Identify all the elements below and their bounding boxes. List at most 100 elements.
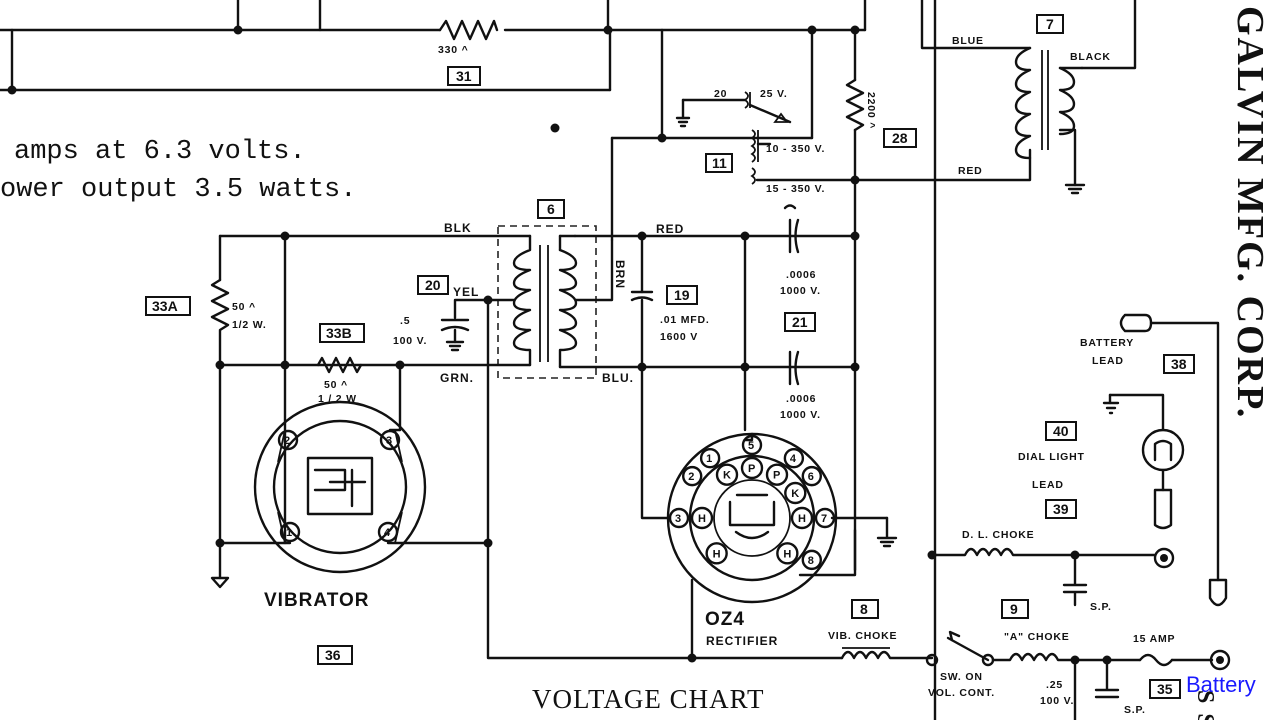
sp-label-2: S.P. — [1124, 704, 1146, 716]
tube-element-h — [776, 542, 799, 565]
tube-element-letter: H — [783, 548, 791, 560]
output-transformer-7: BLUE BLACK RED — [920, 0, 1137, 720]
tube-pin-1 — [699, 448, 721, 469]
resistor-31: 330 ^ — [438, 19, 499, 56]
tube-pin-3 — [668, 507, 690, 529]
tube-element-h — [705, 542, 728, 565]
part-11: 11 — [712, 155, 727, 171]
wire-brn-label: BRN — [613, 260, 627, 289]
part-number-boxes: 31 28 11 7 6 20 19 21 33A 33B 36 8 9 35 … — [145, 14, 1195, 699]
capacitor-19-value: .01 MFD. — [660, 314, 710, 326]
resistor-28: 2200 ^ — [845, 78, 877, 132]
tube-pin-number: 8 — [808, 555, 814, 567]
battery-overlay-link[interactable]: Battery — [1186, 672, 1256, 697]
rectifier-label: RECTIFIER — [706, 634, 778, 648]
vibrator-label: VIBRATOR — [264, 590, 369, 611]
tube-pin-number: 5 — [748, 440, 754, 452]
resistor-33a: 50 ^ 1/2 W. — [210, 234, 287, 545]
vol-cont-label: VOL. CONT. — [928, 687, 995, 699]
tube-element-letter: P — [773, 470, 780, 482]
tube-element-k — [784, 481, 807, 505]
tube-element-k — [715, 463, 739, 486]
wire-yel-down — [486, 298, 844, 660]
dial-light-label: DIAL LIGHT — [1018, 451, 1085, 463]
tube-element-h — [790, 506, 814, 530]
part-7: 7 — [1046, 16, 1054, 32]
switch-on-label: SW. ON — [940, 671, 983, 683]
wire-yel-label: YEL — [453, 285, 479, 299]
part-6: 6 — [547, 201, 555, 217]
tube-pin-number: 6 — [808, 471, 814, 483]
wire-grn-label: GRN. — [440, 371, 474, 385]
switch-and-power: SW. ON VOL. CONT. D. L. CHOKE "A" CHOKE … — [925, 529, 1231, 720]
wire-blk-label: BLK — [444, 221, 472, 235]
junction-dots — [7, 25, 1112, 665]
wire-blu-label: BLU. — [602, 371, 634, 385]
part-33b: 33B — [326, 325, 352, 341]
vibrator-transformer-6: BLK RED YEL GRN. BLU. BRN — [218, 221, 857, 385]
tube-element-letter: H — [698, 513, 706, 525]
svg-text:2: 2 — [284, 435, 290, 447]
tube-pin-2 — [682, 465, 703, 487]
a-cap-value: .25 — [1046, 679, 1063, 691]
battery-lead-label: BATTERY — [1080, 337, 1134, 349]
svg-text:4: 4 — [384, 527, 391, 539]
dl-choke-label: D. L. CHOKE — [962, 529, 1034, 541]
capacitor-20: .5 100 V. — [393, 298, 490, 352]
resistor-33a-value: 50 ^ — [232, 301, 256, 313]
capacitor-21b-voltage: 1000 V. — [780, 409, 821, 421]
tube-element-p — [740, 456, 764, 480]
part-39: 39 — [1053, 501, 1069, 517]
svg-text:1: 1 — [286, 527, 292, 539]
resistor-33a-watt: 1/2 W. — [232, 319, 267, 331]
part-9: 9 — [1010, 601, 1018, 617]
part-28: 28 — [892, 130, 908, 146]
tube-pin-6 — [801, 465, 822, 487]
svg-text:3: 3 — [386, 435, 392, 447]
wire-red-top-label: RED — [958, 165, 983, 177]
battery-and-dial-light: BATTERY LEAD DIAL LIGHT LEAD — [1018, 313, 1228, 607]
battery-lead-label-2: LEAD — [1092, 355, 1124, 367]
resistor-28-value: 2200 ^ — [865, 92, 877, 129]
voltage-chart-title: VOLTAGE CHART — [532, 684, 764, 714]
part-40: 40 — [1053, 423, 1069, 439]
vib-choke-8: VIB. CHOKE — [828, 630, 934, 660]
tube-element-letter: H — [798, 513, 806, 525]
tube-element-h — [690, 506, 714, 530]
tube-pin-number: 2 — [688, 471, 694, 483]
part-33a: 33A — [152, 298, 178, 314]
part-21: 21 — [792, 314, 808, 330]
part-31: 31 — [456, 68, 472, 84]
corner-fragment: S S — [1192, 690, 1218, 720]
tap-10-350v-label: 10 - 350 V. — [766, 143, 825, 155]
part-8: 8 — [860, 601, 868, 617]
tube-element-p — [765, 463, 789, 486]
tube-element-letter: K — [791, 488, 799, 500]
vib-choke-label: VIB. CHOKE — [828, 630, 897, 642]
a-cap-voltage: 100 V. — [1040, 695, 1074, 707]
capacitor-20-voltage: 100 V. — [393, 335, 427, 347]
capacitors-21: .0006 1000 V. .0006 1000 V. — [743, 204, 821, 432]
tube-pin-number: 3 — [675, 513, 681, 525]
manufacturer-name: GALVIN MFG. CORP. — [1229, 6, 1271, 419]
dial-lead-label: LEAD — [1032, 479, 1064, 491]
transformer-11-taps: 20 25 V. 10 - 350 V. 15 - 350 V. — [675, 88, 825, 195]
vibrator-36: 2 3 1 4 VIBRATOR — [210, 363, 490, 611]
capacitor-19-voltage: 1600 V — [660, 331, 698, 343]
resistor-33b-value: 50 ^ — [324, 379, 348, 391]
tube-type-label: OZ4 — [705, 609, 745, 630]
tube-element-letter: K — [723, 470, 731, 482]
tap-25v-label: 25 V. — [760, 88, 788, 100]
tube-pin-number: 4 — [790, 453, 797, 465]
capacitor-21a-voltage: 1000 V. — [780, 285, 821, 297]
tap-20-label: 20 — [714, 88, 727, 100]
wire-blue-label: BLUE — [952, 35, 984, 47]
part-20: 20 — [425, 277, 441, 293]
resistor-33b: 50 ^ 1 / 2 W — [316, 356, 402, 432]
fuse-label: 15 AMP — [1133, 633, 1175, 645]
part-38: 38 — [1171, 356, 1187, 372]
tube-pin-4 — [783, 448, 805, 469]
a-choke-label: "A" CHOKE — [1004, 631, 1070, 643]
sp-label-1: S.P. — [1090, 601, 1112, 613]
